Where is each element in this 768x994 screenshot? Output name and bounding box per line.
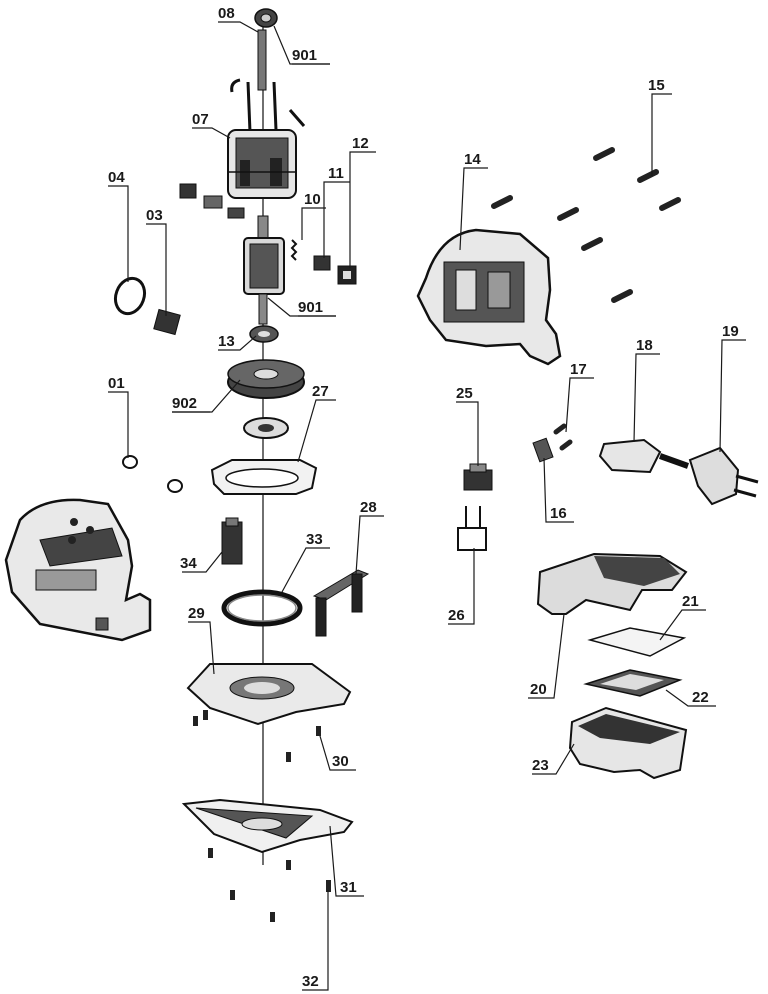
- part-14-housing-cover: [416, 228, 562, 366]
- label-03: 03: [146, 207, 163, 224]
- part-28-clamp: [312, 569, 370, 637]
- label-33: 33: [306, 531, 323, 548]
- part-31-sanding-pad: [181, 798, 354, 854]
- part-22-filter-frame: [583, 669, 683, 697]
- part-10-spring: [290, 239, 298, 261]
- label-08: 08: [218, 5, 235, 22]
- label-32: 32: [302, 973, 319, 990]
- part-29-base-plate: [186, 663, 352, 726]
- label-901-top: 901: [292, 47, 317, 64]
- label-31: 31: [340, 879, 357, 896]
- part-08-shaft: [257, 29, 267, 91]
- label-15: 15: [648, 77, 665, 94]
- part-19-plug: [688, 446, 759, 506]
- part-brush-holder-left: [179, 183, 245, 219]
- part-07-stator: [227, 78, 306, 199]
- part-25-terminal-block: [463, 463, 493, 491]
- label-18: 18: [636, 337, 653, 354]
- label-29: 29: [188, 605, 205, 622]
- leader-lines: [108, 21, 746, 991]
- label-16: 16: [550, 505, 567, 522]
- label-21: 21: [682, 593, 699, 610]
- label-04: 04: [108, 169, 125, 186]
- part-26-capacitor: [457, 506, 487, 551]
- part-23-dust-box: [568, 706, 688, 780]
- part-04-brush-cover: [113, 276, 147, 316]
- housing-half-left: [4, 498, 152, 642]
- part-washer: [243, 417, 289, 439]
- label-26: 26: [448, 607, 465, 624]
- part-33-seal-ring: [221, 589, 303, 627]
- part-01-ring: [122, 455, 183, 493]
- part-34-bracket: [221, 517, 243, 565]
- label-28: 28: [360, 499, 377, 516]
- label-14: 14: [464, 151, 481, 168]
- label-17: 17: [570, 361, 587, 378]
- label-901-mid: 901: [298, 299, 323, 316]
- label-902: 902: [172, 395, 197, 412]
- part-20-dust-box-cover: [536, 552, 688, 615]
- label-underlines: [172, 63, 336, 413]
- screws-base: [193, 710, 321, 762]
- label-20: 20: [530, 681, 547, 698]
- part-902-fan: [227, 359, 305, 399]
- label-27: 27: [312, 383, 329, 400]
- part-27-fan-housing: [210, 459, 318, 495]
- part-21-filter: [587, 627, 687, 657]
- part-17-screw: [553, 423, 573, 451]
- label-34: 34: [180, 555, 197, 572]
- part-labels: 08 901 07 04 03 10 11 12 901 13 01 902 2…: [108, 5, 739, 990]
- part-13-bearing: [249, 325, 279, 343]
- label-07: 07: [192, 111, 209, 128]
- part-12-brush-cap: [337, 265, 357, 285]
- label-13: 13: [218, 333, 235, 350]
- label-12: 12: [352, 135, 369, 152]
- label-11: 11: [328, 165, 344, 182]
- part-armature-rotor: [243, 215, 285, 325]
- part-16-cable-clamp: [532, 437, 554, 463]
- label-10: 10: [304, 191, 321, 208]
- label-19: 19: [722, 323, 739, 340]
- part-18-cord-guard: [598, 438, 690, 474]
- label-22: 22: [692, 689, 709, 706]
- label-25: 25: [456, 385, 473, 402]
- part-15-screws: [491, 147, 681, 303]
- part-901-bearing-top: [254, 8, 278, 28]
- label-01: 01: [108, 375, 125, 392]
- part-11-carbon-brush: [313, 255, 331, 271]
- screws-pad: [208, 848, 331, 922]
- label-23: 23: [532, 757, 549, 774]
- label-30: 30: [332, 753, 349, 770]
- part-03-switch: [153, 308, 181, 336]
